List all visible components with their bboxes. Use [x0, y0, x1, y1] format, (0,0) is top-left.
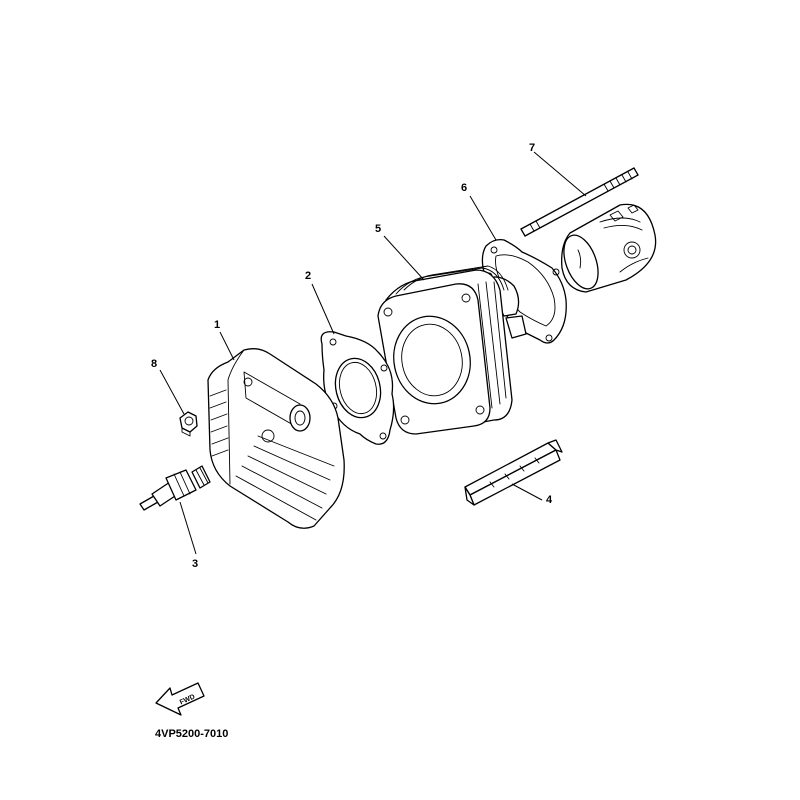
part-code: 4VP5200-7010 [155, 728, 228, 740]
callout-8: 8 [151, 358, 157, 370]
callout-5: 5 [375, 223, 381, 235]
fwd-arrow-icon: FWD [155, 682, 205, 716]
part-8-nut [179, 411, 198, 437]
part-4-block [464, 439, 563, 506]
piston [561, 203, 657, 293]
callout-7: 7 [529, 142, 535, 154]
part-2-head-gasket [320, 331, 395, 445]
callout-1: 1 [214, 319, 220, 331]
callout-3: 3 [192, 558, 198, 570]
callout-6: 6 [461, 182, 467, 194]
leader-lines [159, 151, 587, 555]
part-3-spark-plug [139, 465, 211, 511]
part-7-stud-bolt [520, 167, 639, 237]
callout-2: 2 [305, 270, 311, 282]
part-1-cylinder-head [207, 348, 345, 529]
callout-4: 4 [546, 494, 553, 506]
part-5-cylinder [377, 265, 527, 435]
